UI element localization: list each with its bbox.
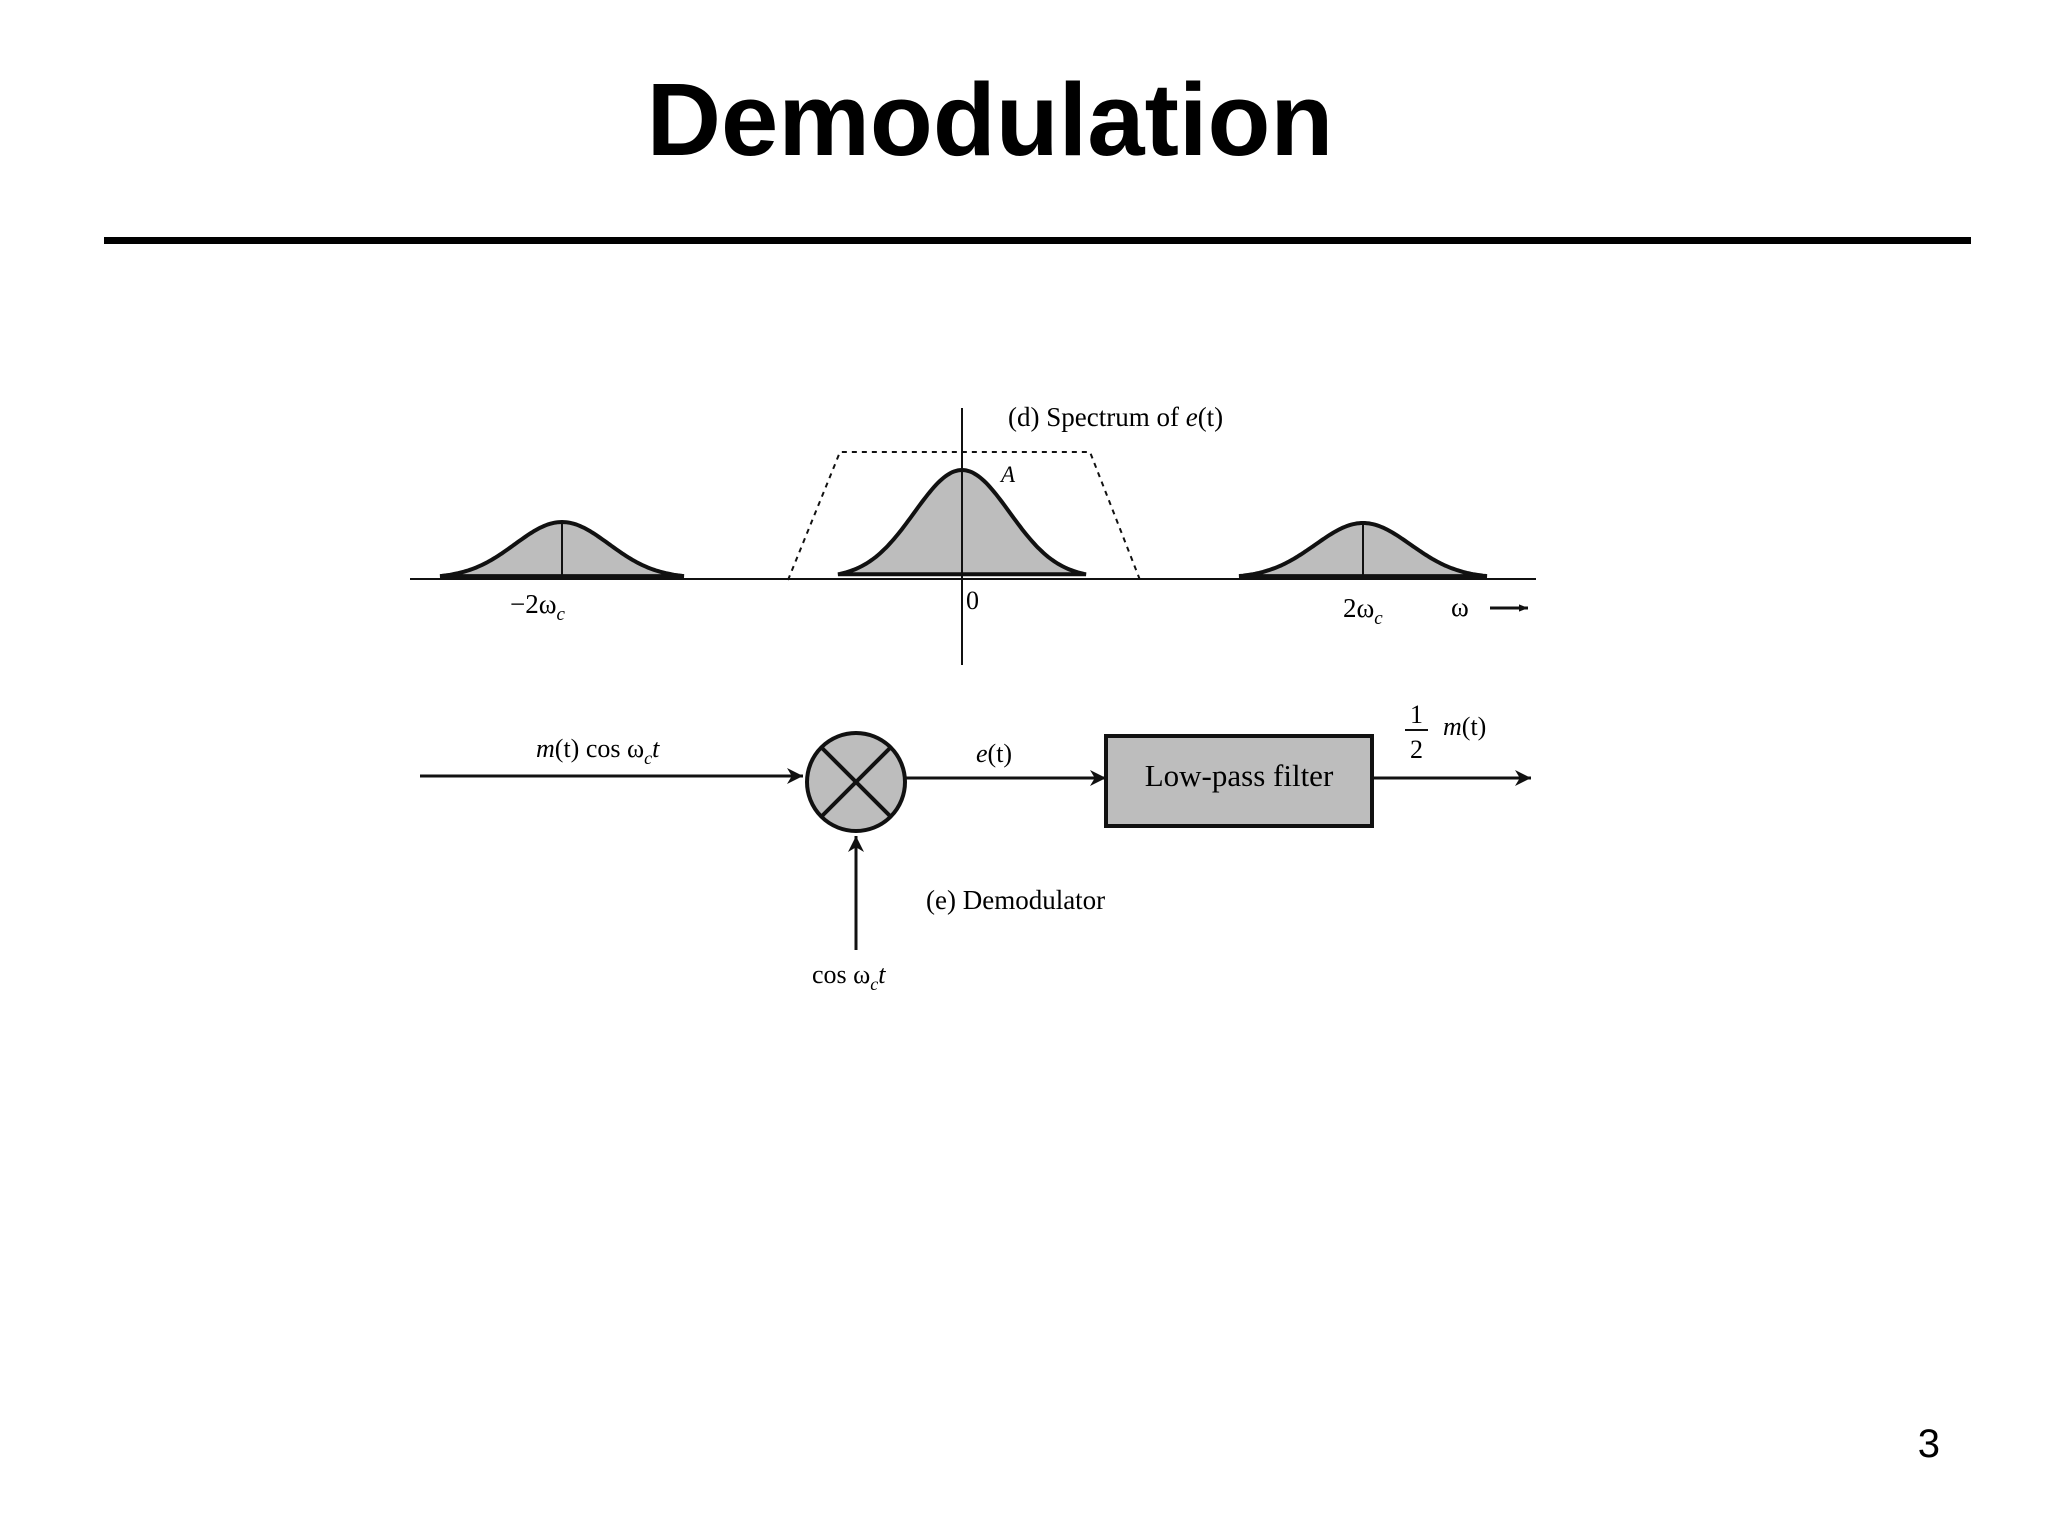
input-signal-label: m(t) cos ωct bbox=[536, 734, 660, 768]
demodulator-block-diagram: m(t) cos ωct cos ωct e(t) Low-pass filte… bbox=[420, 700, 1531, 994]
peak-label-A: A bbox=[999, 462, 1016, 487]
multiplier-mixer bbox=[805, 731, 907, 833]
tick-label-minus-2wc: −2ωc bbox=[510, 589, 566, 625]
slide-title: Demodulation bbox=[646, 62, 1334, 177]
carrier-label: cos ωct bbox=[812, 960, 886, 994]
spectrum-caption: (d) Spectrum of e(t) bbox=[1008, 402, 1223, 432]
title-divider bbox=[104, 237, 1971, 244]
mixer-output-label: e(t) bbox=[976, 739, 1012, 768]
omega-axis-label: ω bbox=[1451, 592, 1469, 622]
lowpass-passband-dashed bbox=[787, 451, 1141, 581]
output-signal-label: m(t) bbox=[1443, 712, 1486, 741]
page-number: 3 bbox=[1917, 1422, 1940, 1466]
spectrum-plot: (d) Spectrum of e(t) A −2ωc 0 2ωc ω bbox=[410, 402, 1536, 665]
tick-label-zero: 0 bbox=[966, 586, 979, 615]
demodulator-caption: (e) Demodulator bbox=[926, 885, 1105, 915]
output-fraction-denominator: 2 bbox=[1410, 735, 1423, 764]
tick-label-2wc: 2ωc bbox=[1343, 593, 1383, 629]
lowpass-filter-box bbox=[1104, 734, 1374, 828]
lowpass-filter-label: Low-pass filter bbox=[1145, 758, 1334, 793]
output-fraction-numerator: 1 bbox=[1410, 700, 1423, 729]
